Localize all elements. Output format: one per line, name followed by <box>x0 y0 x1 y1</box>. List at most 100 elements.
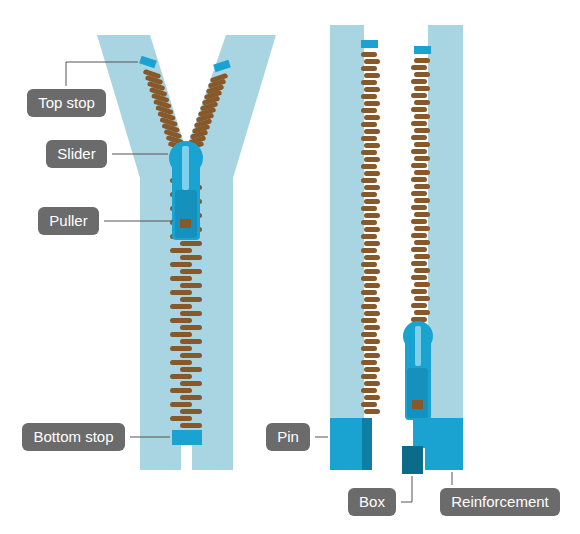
zipper-tooth <box>361 164 377 169</box>
label-text: Slider <box>57 145 95 163</box>
zipper-tooth <box>411 191 427 196</box>
part-label: Puller <box>38 207 99 235</box>
zipper-tooth <box>411 219 427 224</box>
top-stop <box>414 46 431 54</box>
zipper-tooth <box>361 94 377 99</box>
zipper-tooth <box>364 73 380 78</box>
zipper-tooth <box>361 332 377 337</box>
part-label: Box <box>348 488 396 516</box>
zipper-tooth <box>411 289 427 294</box>
zipper-tooth <box>411 261 427 266</box>
zipper-tooth <box>414 296 430 301</box>
zipper-tooth <box>180 353 202 358</box>
part-label: Bottom stop <box>22 423 125 451</box>
top-stop <box>213 60 231 73</box>
top-stop <box>139 56 157 69</box>
zipper-tooth <box>364 129 380 134</box>
zipper-tooth <box>170 374 192 379</box>
zipper-tooth <box>170 290 192 295</box>
zipper-tooth <box>361 318 377 323</box>
zipper-tooth <box>361 346 377 351</box>
part-label: Pin <box>266 423 310 451</box>
zipper-tooth <box>414 128 430 133</box>
zipper-tooth <box>364 101 380 106</box>
leader-line <box>452 472 453 485</box>
zipper-tooth <box>170 360 192 365</box>
zipper-tooth <box>170 276 192 281</box>
pin <box>330 418 372 470</box>
zipper-tooth <box>361 276 377 281</box>
zipper-tooth <box>364 171 380 176</box>
part-label: Reinforcement <box>440 488 560 516</box>
zipper-tooth <box>364 241 380 246</box>
puller <box>175 190 197 238</box>
zipper-tooth <box>411 149 427 154</box>
tape-gap <box>181 445 192 471</box>
zipper-tooth <box>361 192 377 197</box>
zipper-tooth <box>411 135 427 140</box>
zipper-tooth <box>180 283 202 288</box>
zipper-tooth <box>364 325 380 330</box>
zipper-tooth <box>180 311 202 316</box>
zipper-tooth <box>361 290 377 295</box>
zipper-tooth <box>414 184 430 189</box>
zipper-tooth <box>180 269 202 274</box>
top-stop <box>361 40 378 48</box>
label-text: Puller <box>49 212 87 230</box>
zipper-tooth <box>364 199 380 204</box>
zipper-tape <box>186 35 276 470</box>
zipper-tooth <box>180 381 202 386</box>
leader-line <box>112 154 168 155</box>
zipper-tooth <box>170 248 192 253</box>
zipper-tooth <box>414 240 430 245</box>
slider-stripe <box>182 146 189 190</box>
zipper-tooth <box>170 304 192 309</box>
zipper-tooth <box>414 86 430 91</box>
leader-line <box>401 476 412 502</box>
part-label: Slider <box>46 140 107 168</box>
zipper-tooth <box>180 423 202 428</box>
zipper-tooth <box>411 177 427 182</box>
zipper-tooth <box>411 93 427 98</box>
puller <box>407 368 428 418</box>
zipper-tooth <box>414 58 430 63</box>
leader-line <box>66 62 138 86</box>
zipper-tooth <box>361 234 377 239</box>
zipper-tooth <box>170 388 192 393</box>
zipper-tooth <box>414 72 430 77</box>
label-text: Pin <box>277 428 299 446</box>
zipper-tooth <box>364 115 380 120</box>
zipper-tooth <box>364 255 380 260</box>
zipper-tooth <box>414 268 430 273</box>
zipper-tooth <box>364 395 380 400</box>
zipper-tooth <box>361 122 377 127</box>
label-text: Top stop <box>38 94 95 112</box>
zipper-tooth <box>414 100 430 105</box>
zipper-tooth <box>411 275 427 280</box>
leader-line <box>315 437 328 438</box>
zipper-tooth <box>170 346 192 351</box>
zipper-tooth <box>361 304 377 309</box>
zipper-tooth <box>414 156 430 161</box>
reinforcement <box>425 418 463 470</box>
zipper-tooth <box>364 297 380 302</box>
zipper-tooth <box>411 205 427 210</box>
zipper-tooth <box>414 142 430 147</box>
zipper-tooth <box>364 157 380 162</box>
zipper-tooth <box>361 220 377 225</box>
part-label: Top stop <box>27 89 106 117</box>
zipper-tooth <box>414 114 430 119</box>
zipper-tooth <box>414 226 430 231</box>
zipper-tooth <box>361 374 377 379</box>
zipper-tooth <box>170 332 192 337</box>
zipper-tooth <box>364 353 380 358</box>
zipper-tooth <box>414 170 430 175</box>
zipper-tape <box>428 25 463 470</box>
zipper-tooth <box>364 227 380 232</box>
zipper-tooth <box>361 150 377 155</box>
zipper-tooth <box>414 254 430 259</box>
pin-edge <box>362 418 372 470</box>
slider-stripe <box>415 326 421 366</box>
zipper-tooth <box>364 409 380 414</box>
zipper-tooth <box>180 241 202 246</box>
